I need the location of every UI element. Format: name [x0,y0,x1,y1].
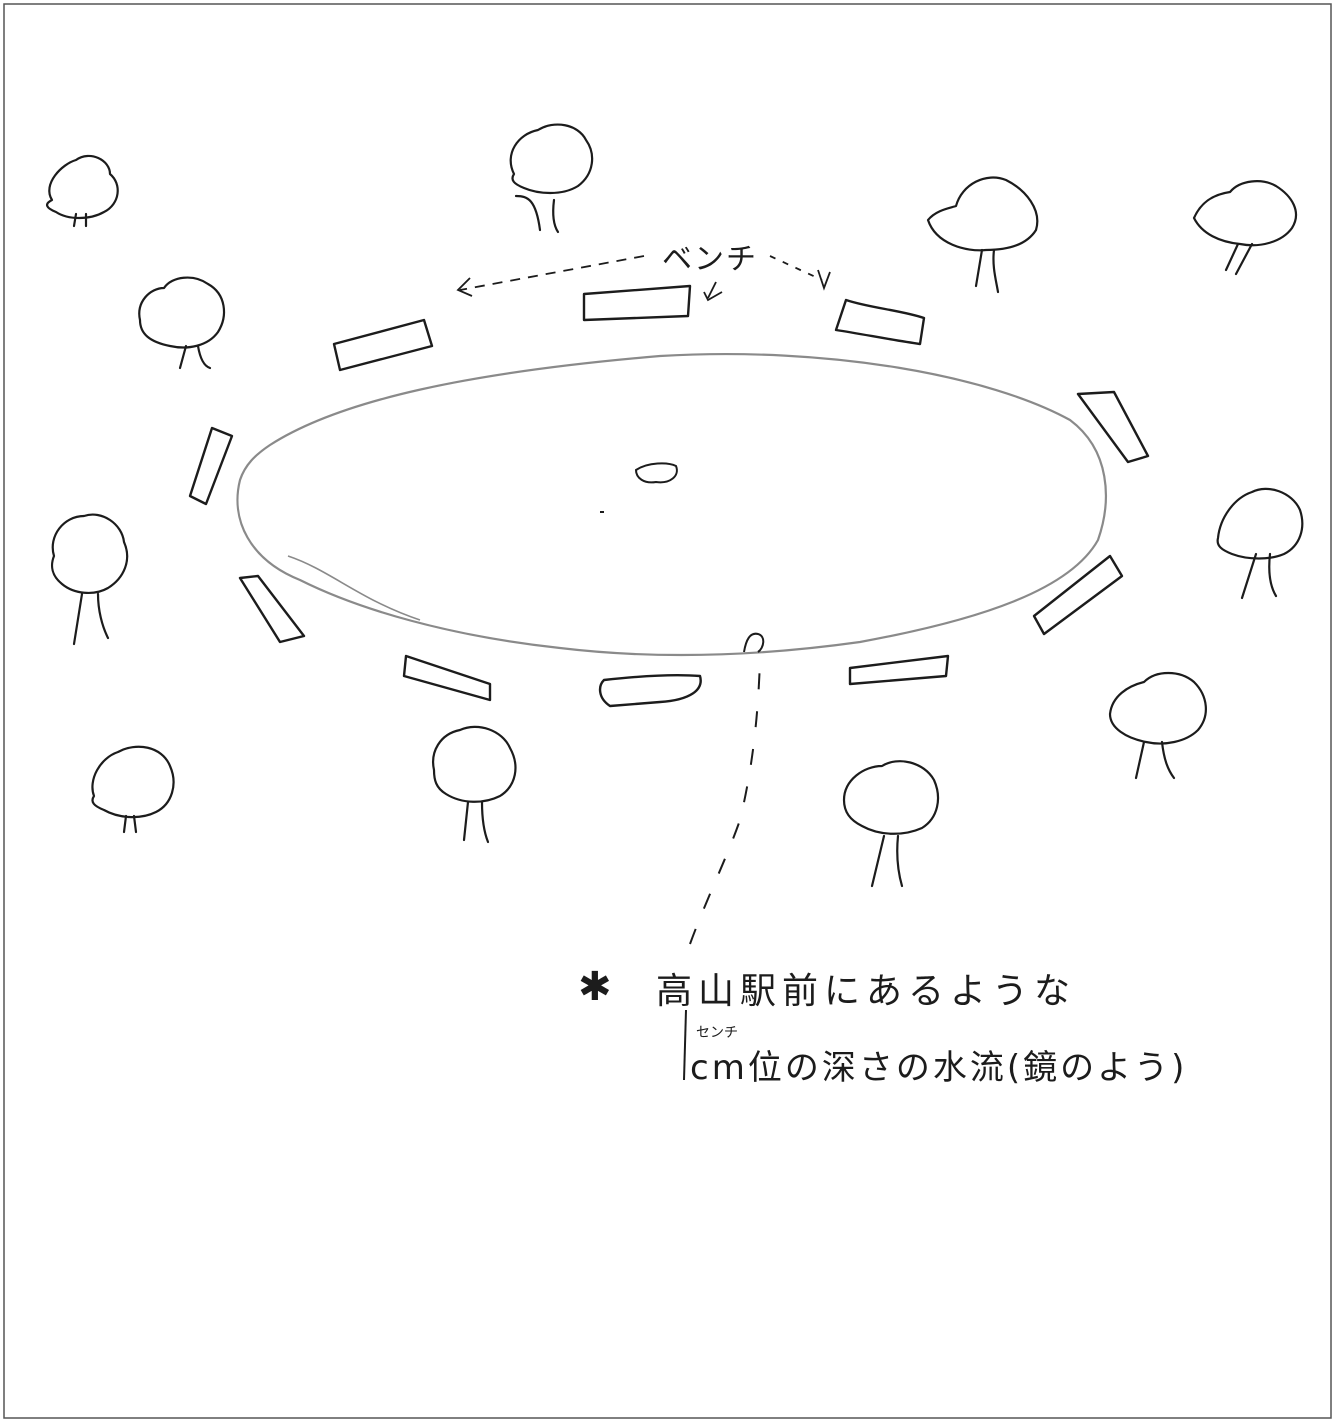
tree-canopy [844,761,938,834]
tree [1218,489,1303,598]
tree-canopy [511,125,592,193]
bench-top-center [584,286,690,320]
bench-arrows [458,256,830,300]
bench-top-right [836,300,924,344]
tree-trunk [1226,244,1252,274]
tree-canopy [1110,673,1206,744]
bench-bottom-right [850,656,948,684]
tree [511,125,592,232]
tree-canopy [928,178,1037,251]
tree [139,278,224,368]
tree [433,727,515,842]
arrow-left [460,256,644,290]
footpath-dashes [690,660,760,944]
note-line-2: cm位の深さの水流(鏡のよう) [690,1040,1187,1089]
note-ruby: センチ [696,1022,738,1042]
benches [190,286,1148,706]
tree [1194,181,1296,274]
tree-trunk [976,250,998,292]
tree [844,761,938,886]
tree-trunk [1136,742,1174,778]
note-asterisk: ✱ [578,964,612,1010]
tree-trunk [1242,554,1276,598]
arrow-left-head [458,278,472,296]
pond-rock [636,463,677,482]
bench-left-lower [240,576,304,642]
pond-outline [238,354,1106,655]
bench-right-lower [1034,556,1122,634]
tree-trunk [124,816,136,832]
tree-canopy [1194,181,1296,245]
bench-label: ベンチ [662,234,758,278]
bench-bottom-left [404,656,490,700]
pond-inner-stroke [288,556,420,620]
tree [928,178,1037,292]
tree-trunk [180,346,210,368]
bench-top-left [334,320,432,370]
footpath-marker [744,634,763,652]
note-bracket [684,1010,686,1080]
note-line-1: 高山駅前にあるような [656,962,1076,1014]
tree-canopy [92,747,173,817]
page-frame [4,4,1331,1418]
tree-canopy [139,278,224,348]
bench-right-upper [1078,392,1148,462]
tree-canopy [433,727,515,802]
tree-trunk [516,196,558,232]
tree-trunk [872,836,902,886]
bench-left-upper [190,428,232,504]
arrow-right [770,256,822,280]
tree-canopy [52,515,127,593]
tree-canopy [1218,489,1303,559]
arrow-right-head [818,270,830,288]
tree-trunk [464,802,488,842]
tree [52,515,127,644]
tree [92,747,173,832]
bench-bottom-center [600,675,701,706]
tree-canopy [47,156,118,218]
tree [47,156,118,226]
tree-trunk [74,594,108,644]
tree-trunk [74,214,86,226]
tree [1110,673,1206,778]
arrow-center-head [704,292,722,300]
